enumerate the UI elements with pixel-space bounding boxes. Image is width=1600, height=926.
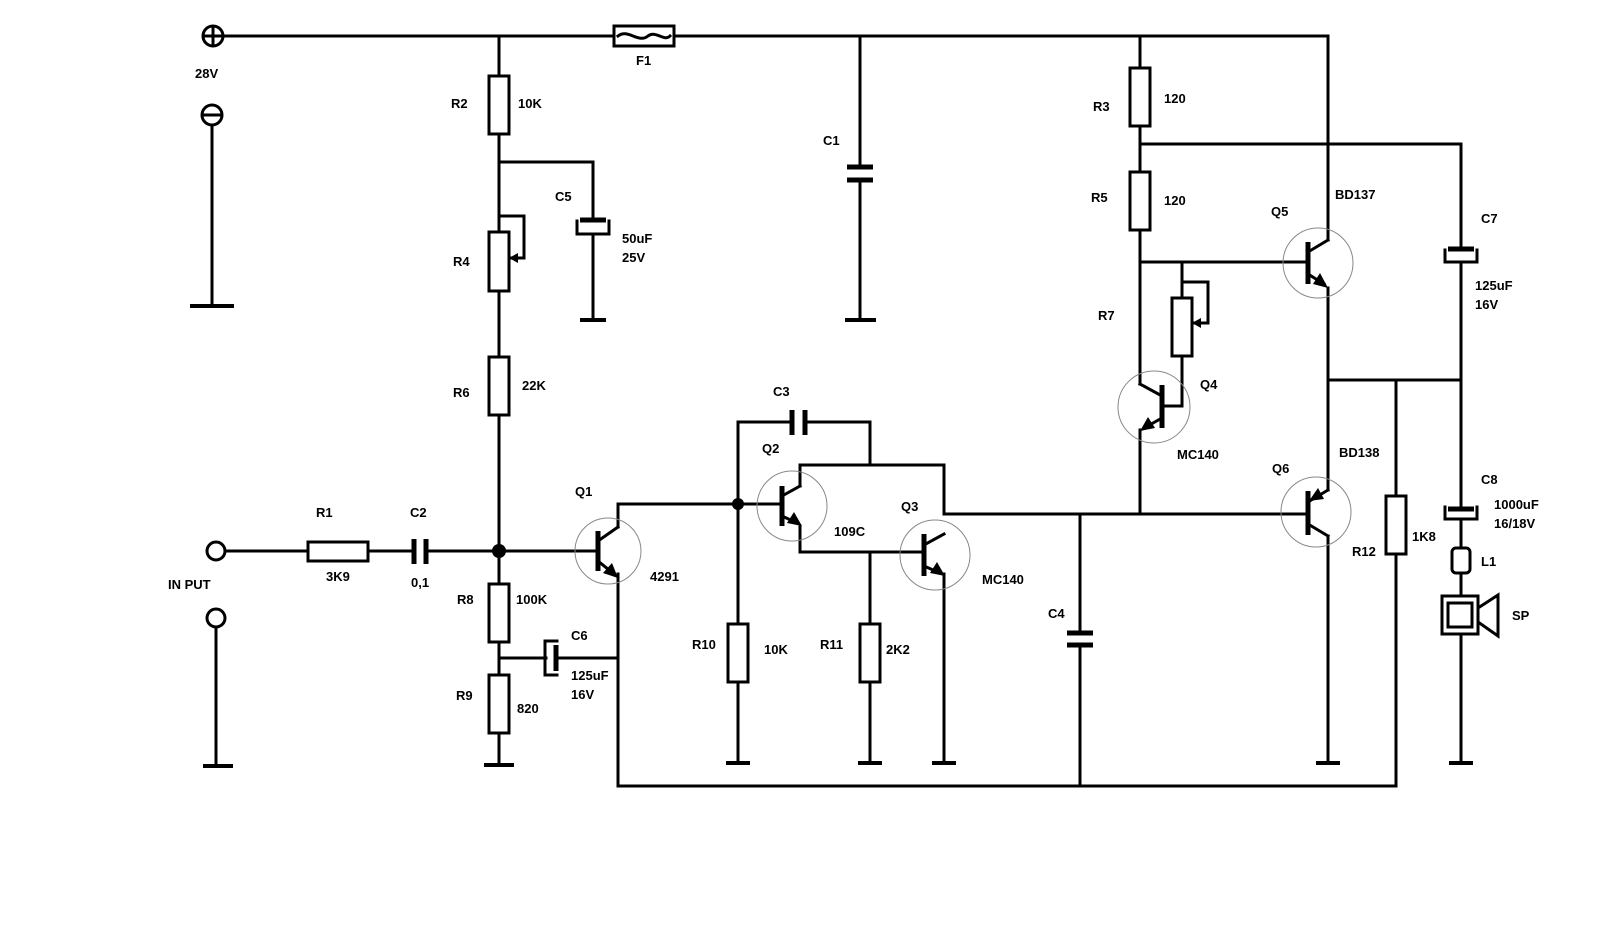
capacitor-c2 — [411, 539, 429, 564]
q3-part: MC140 — [982, 572, 1024, 587]
input-label: IN PUT — [168, 577, 211, 592]
wires — [190, 34, 1473, 788]
c6-value: 125uF — [571, 668, 609, 683]
q2-part: 109C — [834, 524, 866, 539]
inductor-l1 — [1450, 546, 1472, 575]
c7-label: C7 — [1481, 211, 1498, 226]
supply-positive-terminal — [201, 24, 225, 48]
r4-label: R4 — [453, 254, 470, 269]
electrolytic-capacitor-c6 — [543, 639, 559, 677]
capacitor-c1 — [847, 164, 873, 183]
q2-label: Q2 — [762, 441, 779, 456]
junction-node-input — [492, 544, 506, 558]
resistor-r10 — [726, 622, 750, 684]
capacitor-c4 — [1067, 630, 1093, 648]
transistor-q6 — [1280, 476, 1352, 548]
transistor-q5 — [1282, 227, 1354, 299]
r3-label: R3 — [1093, 99, 1110, 114]
resistor-r11 — [858, 622, 882, 684]
r9-label: R9 — [456, 688, 473, 703]
electrolytic-capacitor-c8 — [1443, 505, 1479, 521]
f1-label: F1 — [636, 53, 651, 68]
r8-value: 100K — [516, 592, 548, 607]
electrolytic-capacitor-c7 — [1443, 246, 1479, 264]
l1-label: L1 — [1481, 554, 1496, 569]
r5-value: 120 — [1164, 193, 1186, 208]
c5-label: C5 — [555, 189, 572, 204]
supply-negative-terminal — [200, 103, 224, 127]
junction-node-q2-base — [732, 498, 744, 510]
c2-value: 0,1 — [411, 575, 429, 590]
q4-label: Q4 — [1200, 377, 1218, 392]
r11-value: 2K2 — [886, 642, 910, 657]
q5-part: BD137 — [1335, 187, 1375, 202]
r1-value: 3K9 — [326, 569, 350, 584]
electrolytic-capacitor-c5 — [575, 217, 611, 236]
q1-label: Q1 — [575, 484, 592, 499]
c8-label: C8 — [1481, 472, 1498, 487]
potentiometer-r7 — [1170, 280, 1210, 358]
input-terminal-ground — [205, 607, 227, 629]
q6-label: Q6 — [1272, 461, 1289, 476]
c5-value: 50uF — [622, 231, 652, 246]
r5-label: R5 — [1091, 190, 1108, 205]
c7-rating: 16V — [1475, 297, 1498, 312]
sp-label: SP — [1512, 608, 1530, 623]
speaker-sp — [1440, 592, 1500, 639]
q1-part: 4291 — [650, 569, 679, 584]
fuse-f1 — [612, 24, 676, 48]
resistor-r6 — [487, 355, 511, 417]
transistor-q4 — [1117, 370, 1191, 444]
q5-label: Q5 — [1271, 204, 1288, 219]
capacitor-c3 — [789, 410, 808, 435]
resistor-r9 — [487, 673, 511, 735]
r10-label: R10 — [692, 637, 716, 652]
c3-label: C3 — [773, 384, 790, 399]
q6-part: BD138 — [1339, 445, 1379, 460]
c7-value: 125uF — [1475, 278, 1513, 293]
r2-label: R2 — [451, 96, 468, 111]
c6-label: C6 — [571, 628, 588, 643]
potentiometer-r4 — [487, 214, 526, 293]
resistor-r12 — [1384, 494, 1408, 556]
resistor-r5 — [1128, 170, 1152, 232]
r1-label: R1 — [316, 505, 333, 520]
c2-label: C2 — [410, 505, 427, 520]
q3-label: Q3 — [901, 499, 918, 514]
resistor-r2 — [487, 74, 511, 136]
supply-voltage-label: 28V — [195, 66, 218, 81]
r3-value: 120 — [1164, 91, 1186, 106]
c4-label: C4 — [1048, 606, 1065, 621]
r6-label: R6 — [453, 385, 470, 400]
r7-label: R7 — [1098, 308, 1115, 323]
resistor-r1 — [306, 540, 370, 563]
r11-label: R11 — [820, 637, 843, 652]
r10-value: 10K — [764, 642, 788, 657]
c8-rating: 16/18V — [1494, 516, 1536, 531]
c1-label: C1 — [823, 133, 840, 148]
c6-rating: 16V — [571, 687, 594, 702]
c5-rating: 25V — [622, 250, 645, 265]
c8-value: 1000uF — [1494, 497, 1539, 512]
resistor-r3 — [1128, 66, 1152, 128]
transistor-q2 — [756, 470, 828, 542]
r6-value: 22K — [522, 378, 546, 393]
r2-value: 10K — [518, 96, 542, 111]
input-terminal-signal — [205, 540, 227, 562]
r12-label: R12 — [1352, 544, 1376, 559]
transistor-q1 — [574, 517, 642, 585]
r8-label: R8 — [457, 592, 474, 607]
transistor-q3 — [899, 519, 971, 591]
q4-part: MC140 — [1177, 447, 1219, 462]
r12-value: 1K8 — [1412, 529, 1436, 544]
r9-value: 820 — [517, 701, 539, 716]
resistor-r8 — [487, 582, 511, 644]
